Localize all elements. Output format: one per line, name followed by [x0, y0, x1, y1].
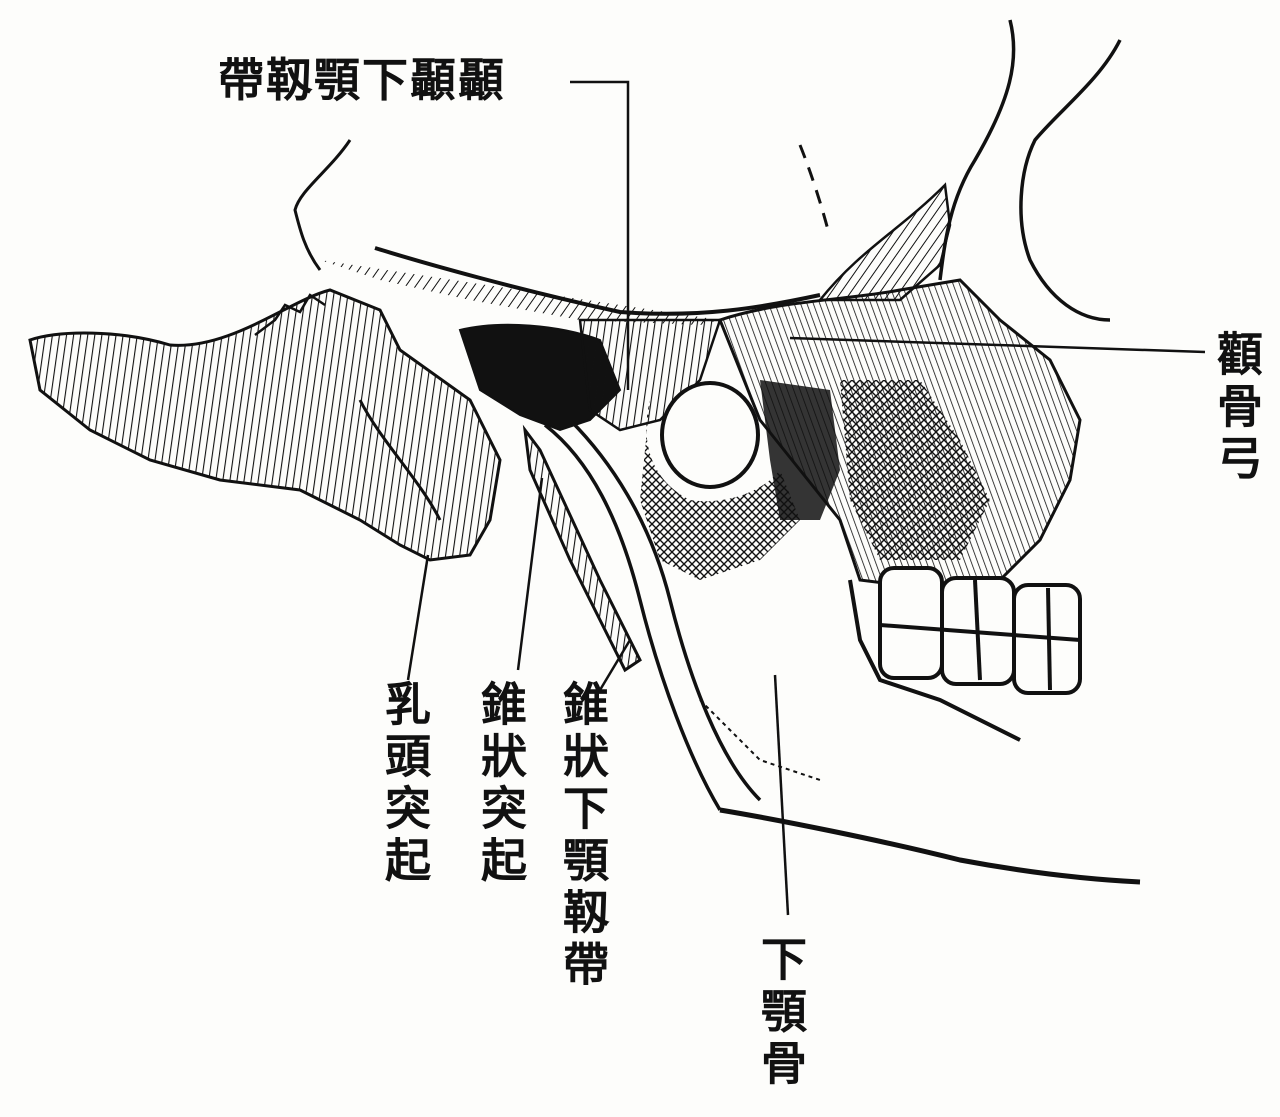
- label-styloid-process: 錐狀突起: [478, 680, 524, 888]
- leader-styloid: [518, 478, 542, 670]
- label-stylomandibular-ligament: 錐狀下顎靱帶: [560, 680, 606, 992]
- label-temporomandibular-ligament: 帶靱顎下顳顳: [218, 57, 506, 103]
- auditory-meatus: [662, 383, 758, 487]
- label-mastoid-process: 乳頭突起: [382, 680, 428, 888]
- label-mandible: 下顎骨: [758, 935, 804, 1091]
- label-zygomatic-arch: 顴骨弓: [1214, 330, 1260, 486]
- mastoid-region: [30, 290, 500, 560]
- leader-mandible: [775, 675, 788, 915]
- temporal-outline: [295, 140, 828, 325]
- leader-mastoid: [408, 555, 428, 680]
- teeth: [850, 568, 1080, 740]
